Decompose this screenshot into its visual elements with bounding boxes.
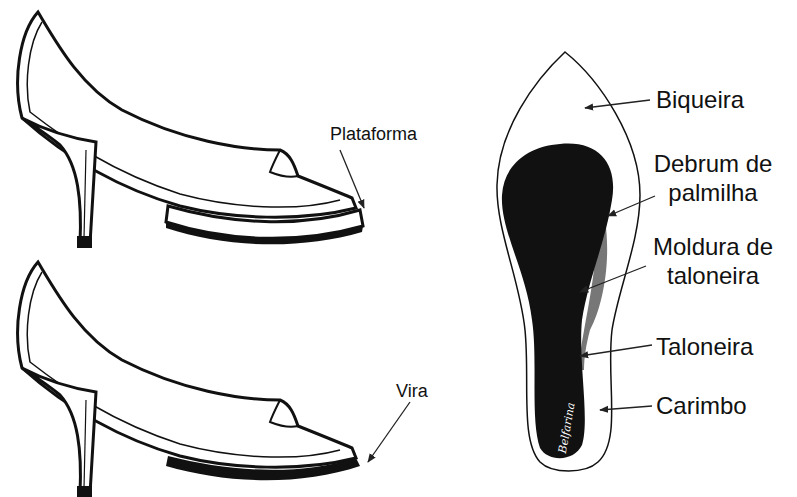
- part-label: Plataforma: [330, 124, 460, 146]
- part-label: Biqueira: [656, 86, 786, 115]
- part-label: Taloneira: [656, 333, 786, 362]
- part-label: Debrum de palmilha: [638, 150, 788, 208]
- insole: [497, 52, 655, 471]
- vira-pump: [18, 262, 410, 497]
- part-label: Carimbo: [656, 392, 786, 421]
- platform-pump: [18, 12, 364, 248]
- part-label: Vira: [396, 381, 476, 403]
- part-label: Moldura de taloneira: [634, 233, 792, 291]
